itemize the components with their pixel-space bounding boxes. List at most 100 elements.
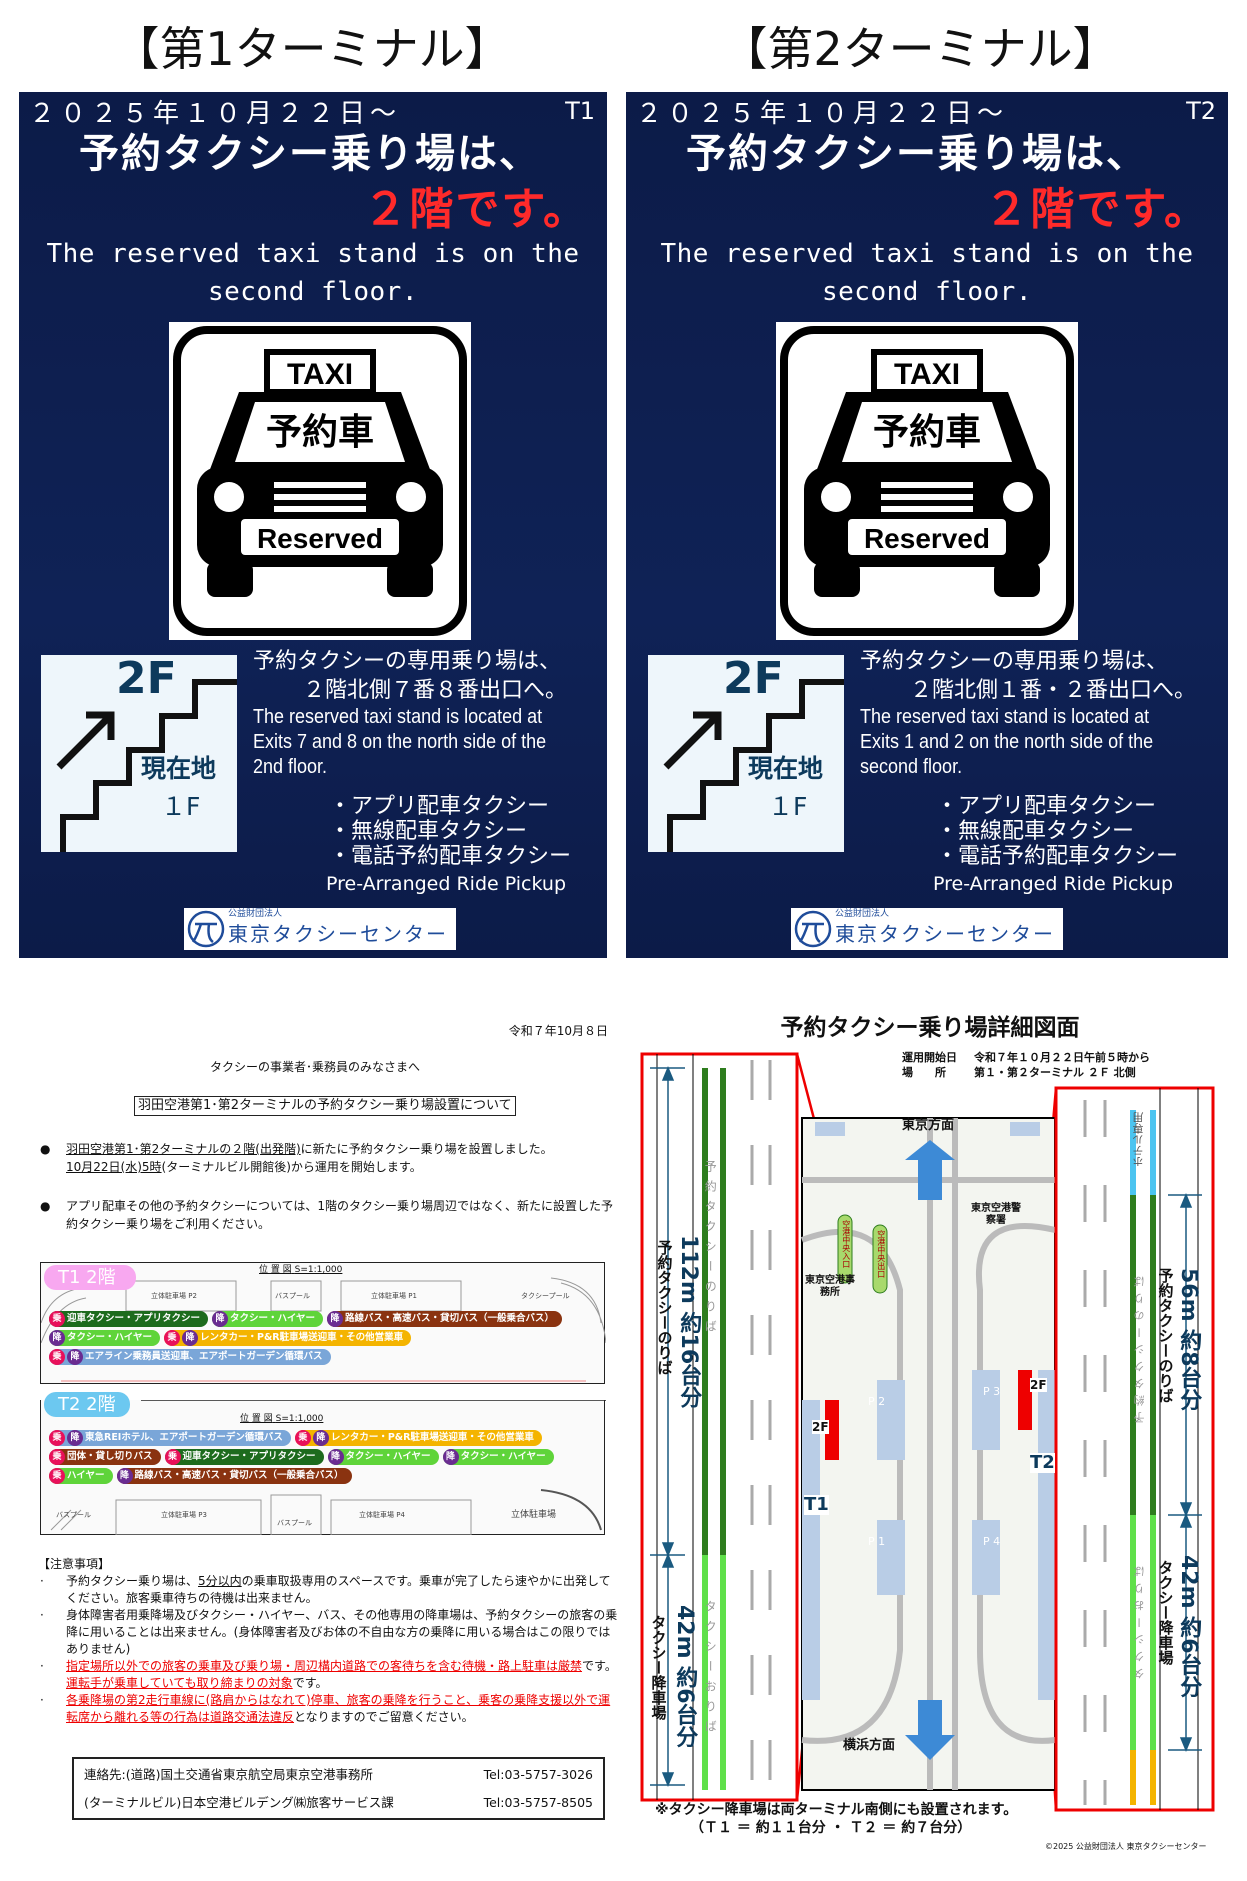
caution-item: ·身体障害者用乗降場及びタクシー・ハイヤー、バス、その他専用の降車場は、予約タク… xyxy=(40,1608,618,1656)
place-label: 立体駐車場 P4 xyxy=(359,1511,405,1519)
detail-map-drawing xyxy=(640,1052,1215,1812)
t1-label: T1 xyxy=(804,1494,829,1515)
cautions: 【注意事項】 ·予約タクシー乗り場は、5分以内の乗車取扱専用のスペースです。乗車… xyxy=(38,1556,618,1726)
lane-marking-pickup: 予約タクシーのりば xyxy=(1133,1270,1146,1423)
parking-p4: P 4 xyxy=(983,1535,1001,1548)
place-label: 立体駐車場 P3 xyxy=(161,1511,207,1519)
taxi-type-item: ・アプリ配車タクシー xyxy=(329,794,550,819)
poster-headline: 予約タクシー乗り場は、 xyxy=(686,131,1148,177)
zone-text: タクシー・ハイヤー xyxy=(345,1451,431,1462)
taxi-type-list: ・アプリ配車タクシー ・無線配車タクシー ・電話予約配車タクシー xyxy=(936,794,1178,869)
right-dropoff-length: 42m 約6台分 xyxy=(1176,1555,1202,1698)
left-dropoff-length: 42m 約6台分 xyxy=(672,1605,698,1748)
reserved-en-label: Reserved xyxy=(864,523,990,554)
logo-main-text: 東京タクシーセンター xyxy=(228,922,448,946)
english-line-1: The reserved taxi stand is on the xyxy=(46,239,580,269)
exit-en-line-1: The reserved taxi stand is located at xyxy=(253,706,543,728)
destination-floor: 2F xyxy=(723,653,784,704)
boarding-icon: 乗 xyxy=(49,1349,65,1365)
parking-p3: P 3 xyxy=(983,1385,1001,1398)
exit-jp-line-1: 予約タクシーの専用乗り場は、 xyxy=(860,649,1169,674)
zone-text: タクシー・ハイヤー xyxy=(67,1332,153,1343)
place-label: バスプール xyxy=(277,1519,312,1527)
alighting-icon: 降 xyxy=(312,1430,329,1446)
place-label: バスプール xyxy=(56,1511,91,1519)
alighting-icon: 降 xyxy=(212,1311,229,1327)
t1-zone-label: 降タクシー・ハイヤー xyxy=(212,1311,324,1327)
t2-label: T2 xyxy=(1030,1452,1055,1473)
airport-office-label: 東京空港事務所 xyxy=(805,1275,855,1298)
english-line-2: second floor. xyxy=(822,277,1032,307)
reserved-en-label: Reserved xyxy=(257,523,383,554)
t2-zone-label: 乗団体・貸し切りバス xyxy=(49,1449,161,1465)
contact-terminal: (ターミナルビル)日本空港ビルデング㈱旅客サービス課 xyxy=(84,1795,394,1810)
exit-en-line-3: 2nd floor. xyxy=(253,756,328,778)
stairs-arrow-icon xyxy=(663,679,844,852)
taxi-car-icon: TAXI 予約車 Reserved xyxy=(780,326,1074,636)
dropoff-note: ※タクシー降車場は両ターミナル南側にも設置されます。 xyxy=(655,1802,1018,1818)
zone-text: 団体・貸し切りバス xyxy=(67,1451,153,1462)
t2-zone-label: 降タクシー・ハイヤー xyxy=(327,1449,439,1465)
text: アプリ配車その他の予約タクシーについては、1階のタクシー乗り場周辺ではなく、新た… xyxy=(66,1199,614,1231)
alighting-icon: 降 xyxy=(67,1430,83,1446)
zone-text: 路線バス・高速バス・貸切バス（一般乗合バス） xyxy=(345,1313,555,1324)
current-location-label: 現在地 xyxy=(141,754,217,783)
exit-jp-line-1: 予約タクシーの専用乗り場は、 xyxy=(253,649,562,674)
start-date: ２０２５年１０月２２日～ xyxy=(636,99,1009,129)
reserved-taxi-sign: TAXI 予約車 Reserved xyxy=(776,322,1078,640)
taxi-label: TAXI xyxy=(894,358,960,391)
terminal-1-poster: ２０２５年１０月２２日～ T1 予約タクシー乗り場は、 ２階です。 The re… xyxy=(19,92,607,958)
left-pickup-length: 112m 約16台分 xyxy=(676,1235,702,1409)
zone-text: ハイヤー xyxy=(67,1470,105,1481)
place-label: 立体駐車場 P2 xyxy=(151,1292,197,1300)
t2-zone-label: 乗迎車タクシー・アプリタクシー xyxy=(164,1449,324,1465)
floor-guide: 2F 現在地 １F xyxy=(648,653,844,852)
copyright: ©2025 公益財団法人 東京タクシーセンター xyxy=(1045,1842,1207,1851)
caution-item: ·指定場所以外での旅客の乗車及び乗り場・周辺構内道路での客待ちを含む待機・路上駐… xyxy=(40,1659,617,1690)
pre-arranged-label: Pre-Arranged Ride Pickup xyxy=(326,873,567,895)
bullet-icon: ● xyxy=(40,1142,51,1156)
t2-zone-label: 乗ハイヤー xyxy=(49,1468,113,1484)
lane-marking-dropoff: タクシーおりば xyxy=(1133,1560,1146,1679)
zone-text: 迎車タクシー・アプリタクシー xyxy=(67,1313,201,1324)
floor-emphasis: 羽田空港第1･第2ターミナルの２階(出発階) xyxy=(66,1142,301,1156)
terminal-tag: T2 xyxy=(1186,97,1216,125)
t2-zone-label: 乗降レンタカー・P&R駐車場送迎車・その他営業車 xyxy=(294,1430,542,1446)
floor-guide: 2F 現在地 １F xyxy=(41,654,237,852)
caution-item: ·予約タクシー乗り場は、5分以内の乗車取扱専用のスペースです。乗車が完了したら速… xyxy=(40,1574,611,1605)
floor-highlight: ２階です。 xyxy=(363,184,589,235)
right-pickup-name: 予約タクシーのりば xyxy=(1156,1268,1175,1403)
exit-info: 予約タクシーの専用乗り場は、 ２階北側７番８番出口へ。 The reserved… xyxy=(253,647,607,780)
terminal-2-poster: ２０２５年１０月２２日～ T2 予約タクシー乗り場は、 ２階です。 The re… xyxy=(626,92,1228,958)
pre-arranged-label: Pre-Arranged Ride Pickup xyxy=(933,873,1174,895)
alighting-icon: 降 xyxy=(49,1330,65,1346)
t2-zone-label: 乗降東急REIホテル、エアポートガーデン循環バス xyxy=(49,1430,291,1446)
zone-text: レンタカー・P&R駐車場送迎車・その他営業車 xyxy=(330,1432,534,1443)
central-entrance-label: 空港中央入口 xyxy=(841,1220,851,1268)
hotel-only-marking: ホテル専用 xyxy=(1132,1112,1145,1167)
logo-mark-icon xyxy=(794,910,832,948)
contact-terminal-tel[interactable]: Tel:03-5757-8505 xyxy=(483,1795,593,1810)
right-pickup-length: 56m 約8台分 xyxy=(1176,1268,1202,1411)
t2-zone-label: 降路線バス・高速バス・貸切バス（一般乗合バス） xyxy=(116,1468,352,1484)
exit-en-line-2: Exits 7 and 8 on the north side of the xyxy=(253,731,547,753)
alighting-icon: 降 xyxy=(327,1311,344,1327)
map-title: 位 置 図 S=1:1,000 xyxy=(240,1414,324,1424)
bullet-icon: ● xyxy=(40,1199,51,1213)
contact-box: 連絡先:(道路)国土交通省東京航空局東京空港事務所 Tel:03-5757-30… xyxy=(72,1757,605,1820)
t2-2f-marker: 2F xyxy=(1030,1378,1047,1392)
t2-zone-label: 降タクシー・ハイヤー xyxy=(442,1449,554,1465)
taxi-type-item: ・無線配車タクシー xyxy=(329,819,528,844)
english-line-1: The reserved taxi stand is on the xyxy=(660,239,1194,269)
t1-zone-label: 乗迎車タクシー・アプリタクシー xyxy=(49,1311,209,1327)
alighting-icon: 降 xyxy=(327,1449,344,1465)
zone-text: 迎車タクシー・アプリタクシー xyxy=(182,1451,316,1462)
place-label: 立体駐車場 xyxy=(511,1510,557,1520)
contact-road-tel[interactable]: Tel:03-5757-3026 xyxy=(483,1767,593,1782)
caution-item: ·各乗降場の第2走行車線に(路肩からはなれて)停車、旅客の乗降を行うこと、乗客の… xyxy=(40,1693,611,1724)
parking-p2: P 2 xyxy=(868,1395,886,1408)
text: に新たに予約タクシー乗り場を設置しました。 xyxy=(300,1142,553,1156)
floor-highlight: ２階です。 xyxy=(984,184,1210,235)
notice-title: 羽田空港第1･第2ターミナルの予約タクシー乗り場設置について xyxy=(134,1096,516,1116)
current-location-label: 現在地 xyxy=(748,754,824,783)
